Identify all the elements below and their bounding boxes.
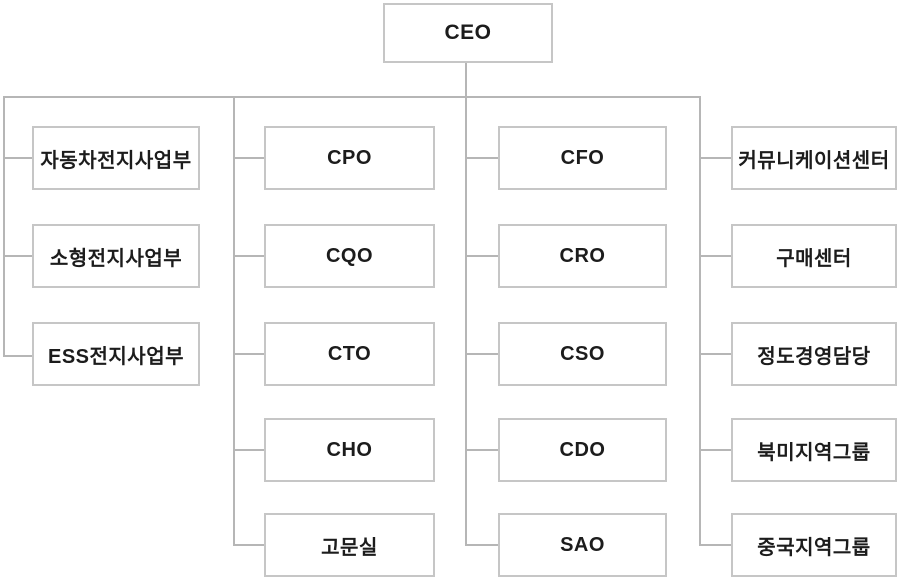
org-box-north-america-group: 북미지역그룹 xyxy=(731,418,897,482)
connector-stub xyxy=(233,449,264,451)
connector-stub xyxy=(3,355,32,357)
org-box-ceo: CEO xyxy=(383,3,553,63)
connector-spine-col4 xyxy=(699,96,701,546)
org-box-cso: CSO xyxy=(498,322,667,386)
org-box-cdo: CDO xyxy=(498,418,667,482)
connector-stub xyxy=(233,353,264,355)
org-box-automotive-battery-division: 자동차전지사업부 xyxy=(32,126,200,190)
connector-stub xyxy=(465,544,498,546)
connector-stub xyxy=(699,255,731,257)
org-box-cpo: CPO xyxy=(264,126,435,190)
connector-stub xyxy=(233,157,264,159)
connector-stub xyxy=(3,157,32,159)
connector-spine-col1 xyxy=(3,96,5,357)
org-box-cto: CTO xyxy=(264,322,435,386)
connector-stub xyxy=(465,157,498,159)
connector-stub xyxy=(699,353,731,355)
org-box-small-battery-division: 소형전지사업부 xyxy=(32,224,200,288)
org-box-advisory-office: 고문실 xyxy=(264,513,435,577)
connector-stub xyxy=(465,353,498,355)
org-box-sao: SAO xyxy=(498,513,667,577)
connector-stub xyxy=(233,544,264,546)
org-box-communication-center: 커뮤니케이션센터 xyxy=(731,126,897,190)
connector-stub xyxy=(699,449,731,451)
org-box-cfo: CFO xyxy=(498,126,667,190)
org-box-cho: CHO xyxy=(264,418,435,482)
connector-stub xyxy=(3,255,32,257)
connector-stub xyxy=(699,157,731,159)
connector-stub xyxy=(699,544,731,546)
org-box-ethics-management: 정도경영담당 xyxy=(731,322,897,386)
connector-top-rail xyxy=(3,96,701,98)
connector-stub xyxy=(465,449,498,451)
connector-ceo-drop xyxy=(465,63,467,96)
org-box-cro: CRO xyxy=(498,224,667,288)
connector-spine-col3 xyxy=(465,96,467,546)
org-box-china-group: 중국지역그룹 xyxy=(731,513,897,577)
org-box-purchasing-center: 구매센터 xyxy=(731,224,897,288)
connector-spine-col2 xyxy=(233,96,235,546)
org-box-ess-battery-division: ESS전지사업부 xyxy=(32,322,200,386)
org-box-cqo: CQO xyxy=(264,224,435,288)
connector-stub xyxy=(233,255,264,257)
connector-stub xyxy=(465,255,498,257)
